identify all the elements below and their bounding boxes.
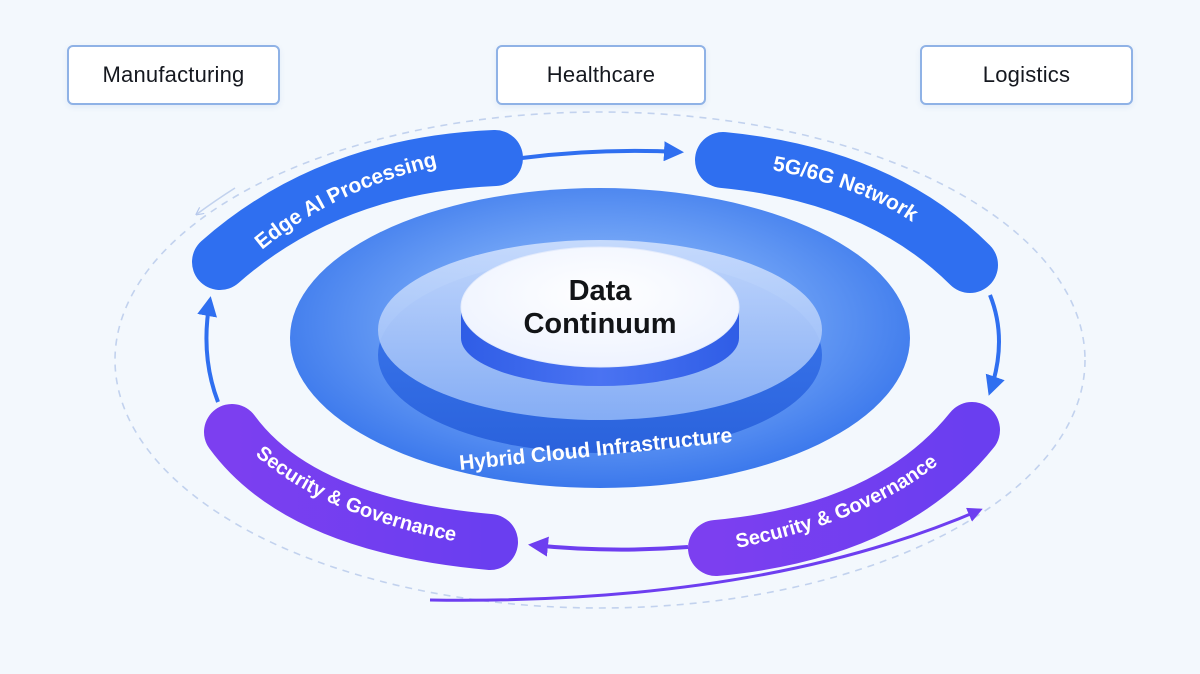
arrow-security-to-edge-icon: [197, 296, 220, 403]
sector-label: Logistics: [982, 62, 1071, 87]
segment-security-right: [688, 402, 1000, 576]
orbit-arrow-icon: [197, 187, 236, 214]
core-label-line1: Data: [569, 275, 633, 307]
sector-box-logistics: Logistics: [920, 45, 1133, 105]
outer-orbit: [114, 111, 1086, 609]
segment-network: [695, 132, 998, 293]
sector-box-manufacturing: Manufacturing: [67, 45, 280, 105]
core-disc-top: [460, 246, 740, 368]
sector-box-healthcare: Healthcare: [496, 45, 706, 105]
arrow-network-to-security-icon: [985, 294, 1005, 396]
segment-edge-ai: [192, 130, 523, 290]
segment-security-left: [204, 404, 518, 570]
arrow-security-right-to-left-icon: [528, 536, 689, 557]
sector-label: Healthcare: [546, 62, 656, 87]
lower-sweep-arrow-icon: [429, 507, 983, 602]
core-label-line2: Continuum: [523, 308, 676, 340]
arrow-edge-to-network-icon: [521, 141, 684, 162]
sector-label: Manufacturing: [102, 62, 245, 87]
